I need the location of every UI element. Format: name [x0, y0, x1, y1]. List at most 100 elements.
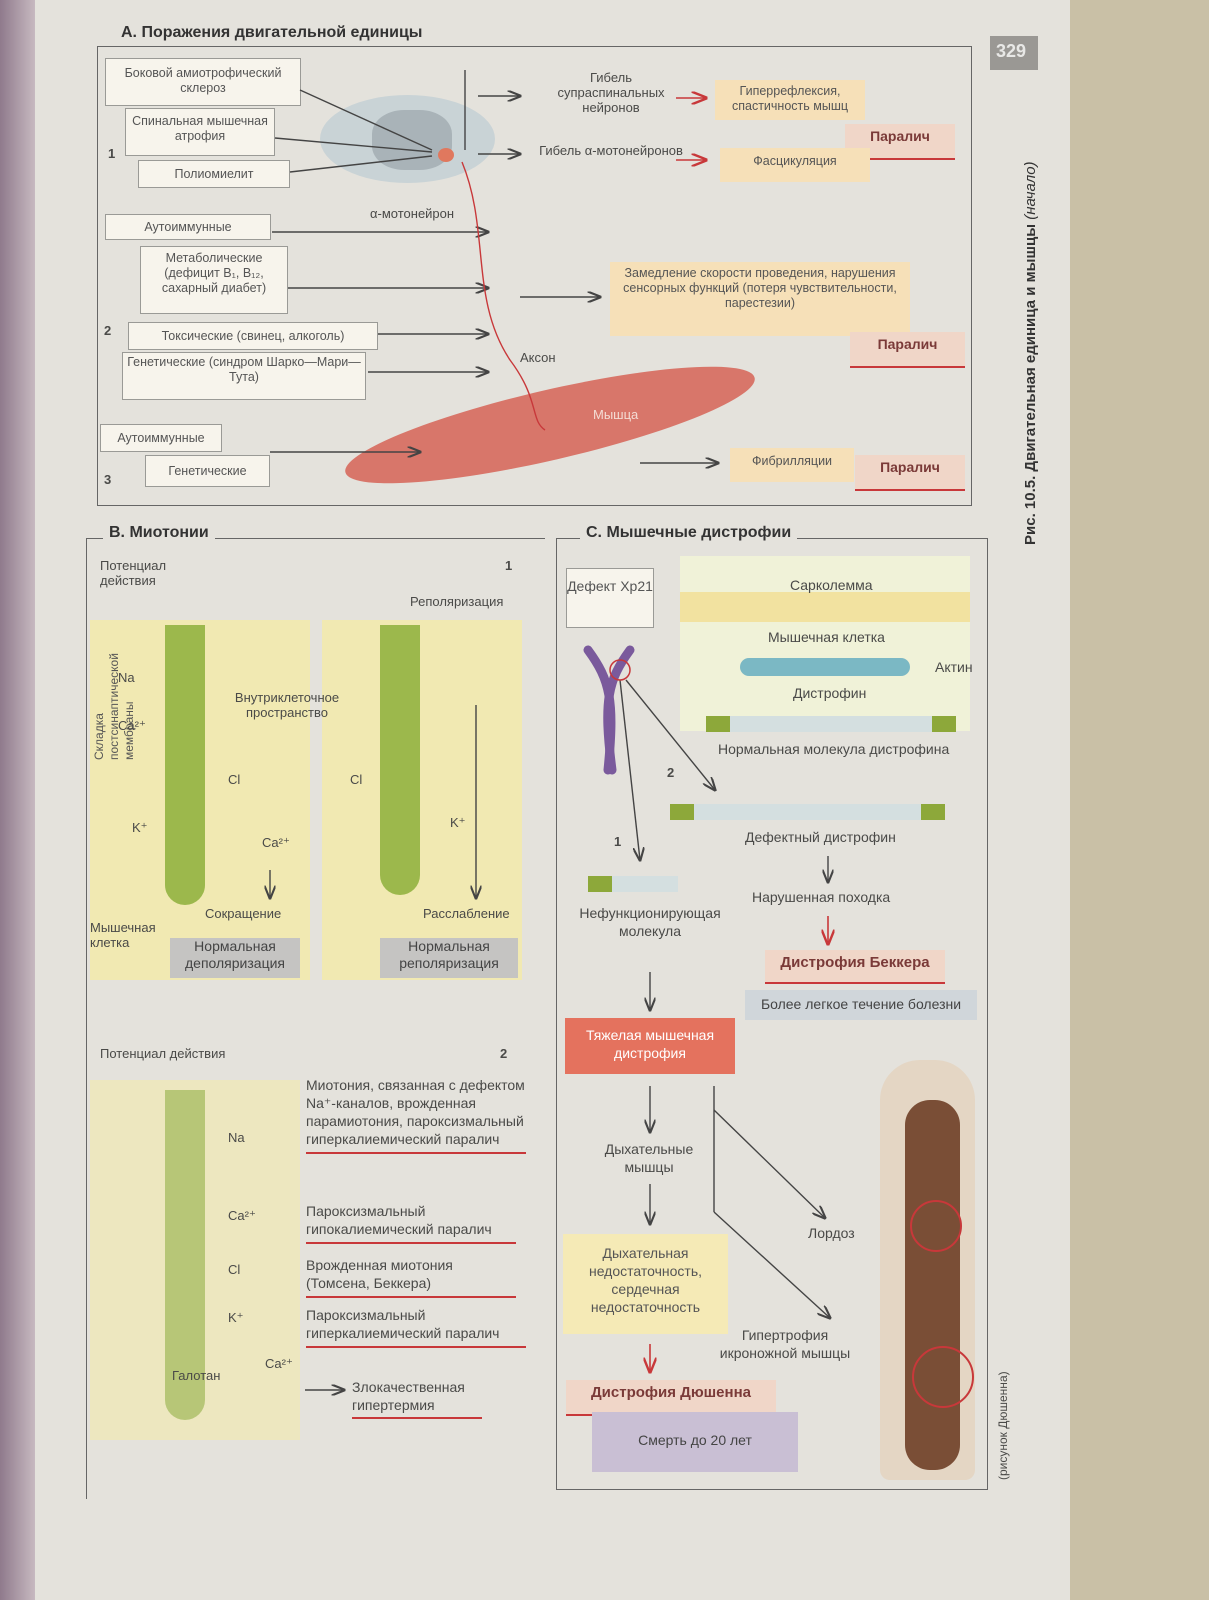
ca-label-inside: Ca²⁺	[262, 835, 290, 850]
defective-dystrophin-bar	[670, 804, 945, 820]
hypokalemic-text: Пароксизмальный гипокалиемический парали…	[306, 1202, 516, 1244]
ca-label: Ca²⁺	[118, 718, 146, 733]
cl-label-2: Cl	[350, 772, 363, 787]
lordosis-arrow	[713, 1109, 825, 1218]
path-2-number: 2	[667, 765, 675, 780]
defect-locus-circle	[609, 659, 631, 681]
section-a-frame	[97, 46, 972, 506]
membrane-fold-1	[165, 625, 205, 905]
alpha-death: Гибель α-мотонейронов	[539, 143, 683, 158]
polio-arrow	[289, 155, 433, 173]
group-3-number: 3	[104, 472, 112, 487]
group-1-number: 1	[108, 146, 116, 161]
dystrophin-label: Дистрофин	[793, 685, 867, 701]
section-b-title: B. Миотонии	[103, 524, 215, 542]
k-label-2: K⁺	[450, 815, 466, 830]
muscle-cell-label-c: Мышечная клетка	[768, 629, 885, 645]
defective-label: Дефектный дистрофин	[745, 829, 896, 845]
metabolic-box: Метаболические (дефицит B₁, B₁₂, сахарны…	[140, 246, 288, 314]
death-label: Смерть до 20 лет	[592, 1412, 798, 1472]
panel2-number: 2	[500, 1046, 508, 1061]
supraspinal-death: Гибель супраспинальных нейронов	[557, 70, 665, 115]
fasciculation-box: Фасцикуляция	[720, 148, 870, 182]
normal-dystrophin-bar	[706, 716, 956, 732]
hyperkalemic-text: Пароксизмальный гиперкалиемический парал…	[306, 1306, 526, 1348]
calf-circle	[912, 1346, 974, 1408]
thomsen-text: Врожденная миотония (Томсена, Беккера)	[306, 1256, 516, 1298]
paralysis-label-2: Паралич	[850, 332, 965, 368]
book-spine	[0, 0, 35, 1600]
action-potential-label: Потенциал действия	[100, 558, 167, 588]
sarcolemma-label: Сарколемма	[790, 577, 873, 593]
alpha-motoneuron-label: α-мотонейрон	[370, 206, 455, 221]
muscle-cell-label: Мышечная клетка	[90, 920, 156, 950]
nonfunctional-label: Нефункционирующая молекула	[579, 905, 721, 939]
lordosis-circle	[910, 1200, 962, 1252]
calf-label: Гипертрофия икроножной мышцы	[719, 1327, 851, 1361]
na-defect-text: Миотония, связанная с дефектом Na⁺-канал…	[306, 1076, 526, 1154]
polio-box: Полиомиелит	[138, 160, 290, 188]
relaxation-label: Расслабление	[423, 906, 510, 921]
autoimmune-box: Аутоиммунные	[105, 214, 271, 240]
fibrillation-box: Фибрилляции	[730, 448, 854, 482]
defect-box: Дефект Xp21	[566, 568, 654, 628]
milder-label: Более легкое течение болезни	[745, 990, 977, 1020]
toxic-box: Токсические (свинец, алкоголь)	[128, 322, 378, 350]
panel1-number: 1	[505, 558, 513, 573]
intracellular-label: Внутриклеточное пространство	[234, 690, 340, 720]
membrane-fold-3	[165, 1090, 205, 1420]
severe-box: Тяжелая мышечная дистрофия	[565, 1018, 735, 1074]
als-box: Боковой амиотрофический склероз	[105, 58, 301, 106]
page-number: 329	[996, 41, 1027, 61]
membrane-fold-2	[380, 625, 420, 895]
axon-path	[461, 161, 546, 431]
becker-label: Дистрофия Беккера	[765, 950, 945, 984]
cl-label: Cl	[228, 772, 241, 787]
ca-label-3: Ca²⁺	[265, 1356, 293, 1371]
malignant-text: Злокачественная гипертермия	[352, 1378, 482, 1419]
sma-box: Спинальная мышечная атрофия	[125, 108, 275, 156]
insufficiency-box: Дыхательная недостаточность, сердечная н…	[563, 1234, 728, 1334]
respiratory-label: Дыхательные мышцы	[604, 1141, 694, 1175]
repolarization-panel	[322, 620, 522, 980]
spinal-grey-matter	[372, 110, 452, 170]
na-label-2: Na	[228, 1130, 245, 1145]
axon-label: Аксон	[520, 350, 556, 365]
chromosome-illustration	[583, 645, 635, 775]
k-label: K⁺	[132, 820, 148, 835]
group-2-number: 2	[104, 323, 112, 338]
duchenne-figure-body	[905, 1100, 960, 1470]
autoimmune3-box: Аутоиммунные	[100, 424, 222, 452]
ca-label-2: Ca²⁺	[228, 1208, 256, 1223]
background-table	[1070, 0, 1209, 1600]
repolarization-label: Реполяризация	[410, 594, 504, 609]
hyperreflexia-box: Гиперрефлексия, спастичность мышц	[715, 80, 865, 120]
gait-label: Нарушенная походка	[752, 889, 891, 905]
muscle-label: Мышца	[593, 407, 639, 422]
path-1-number: 1	[614, 834, 622, 849]
sarcolemma-panel	[680, 556, 970, 731]
lordosis-label: Лордоз	[808, 1225, 855, 1241]
halothane-label: Галотан	[172, 1368, 221, 1383]
genetic3-box: Генетические	[145, 455, 270, 487]
normal-depol-label: Нормальная деполяризация	[170, 938, 300, 978]
sarcolemma-band	[680, 592, 970, 622]
calf-arrow	[713, 1211, 830, 1318]
path1-arrow	[619, 679, 640, 860]
cl-label-3: Cl	[228, 1262, 241, 1277]
normal-molecule-label: Нормальная молекула дистрофина	[718, 741, 950, 757]
slowing-box: Замедление скорости проведения, нарушени…	[610, 262, 910, 336]
als-arrow	[299, 89, 433, 151]
genetic-cmt-box: Генетические (синдром Шарко—Мари—Тута)	[122, 352, 366, 400]
normal-repol-label: Нормальная реполяризация	[380, 938, 518, 978]
section-b-frame	[86, 538, 545, 1499]
section-a-title: А. Поражения двигательной единицы	[115, 24, 429, 42]
path2-arrow	[625, 679, 715, 790]
k-label-3: K⁺	[228, 1310, 244, 1325]
dystrophin-chain	[740, 658, 910, 676]
contraction-label: Сокращение	[205, 906, 282, 921]
sma-arrow	[274, 137, 433, 153]
paralysis-label-3: Паралич	[855, 455, 965, 491]
